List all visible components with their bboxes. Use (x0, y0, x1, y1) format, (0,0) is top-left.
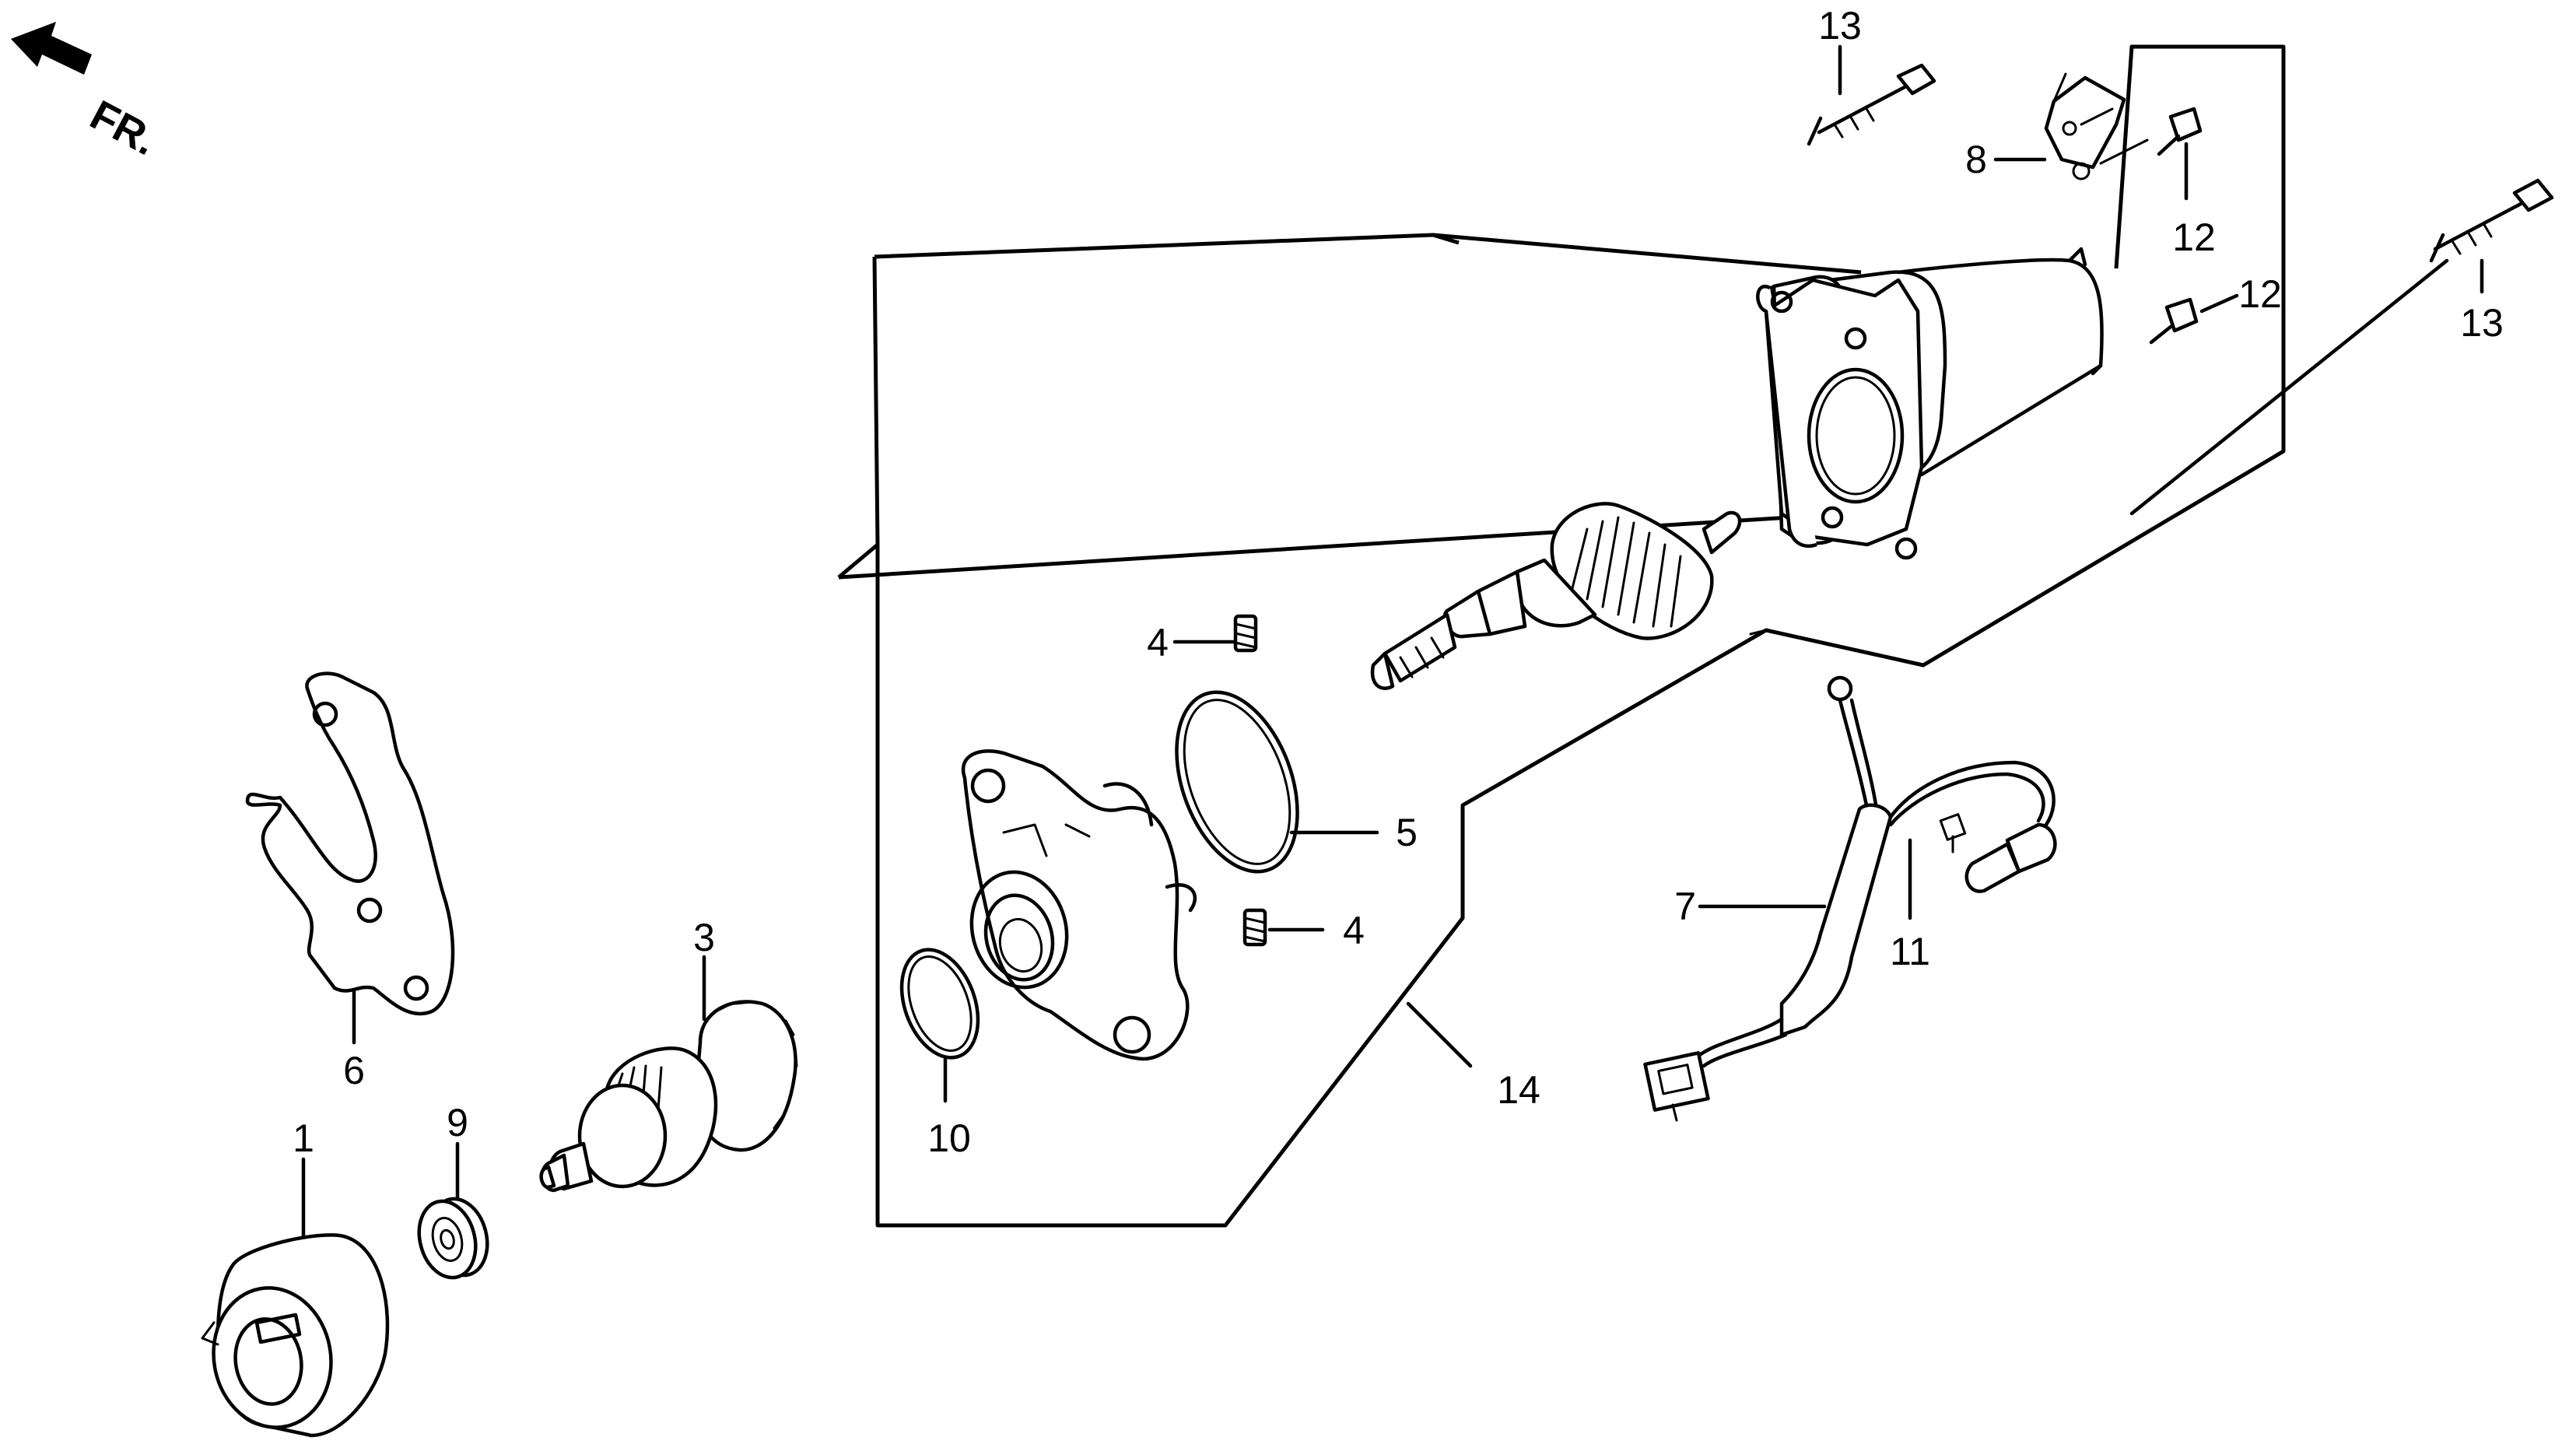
callout-12a: 12 (2172, 216, 2216, 259)
callout-5: 5 (1396, 811, 1418, 854)
bolt-icon (2429, 178, 2554, 263)
callout-10: 10 (927, 1116, 971, 1160)
callout-1: 1 (293, 1116, 314, 1160)
callout-14: 14 (1497, 1068, 1540, 1112)
cable-harness-icon (1643, 675, 2057, 1122)
callout-9: 9 (447, 1101, 468, 1144)
callout-4a: 4 (1147, 621, 1169, 664)
front-bracket-icon (961, 749, 1197, 1061)
callout-4b: 4 (1343, 909, 1365, 952)
gasket-plate-icon (245, 671, 455, 1016)
assembly-outline (837, 44, 2286, 1228)
callout-12b: 12 (2238, 272, 2282, 316)
callout-6: 6 (343, 1049, 365, 1092)
callout-leader-12b (2199, 293, 2239, 314)
callout-7: 7 (1674, 885, 1696, 928)
bolt-icon (1807, 63, 1936, 146)
callout-leader-14 (1406, 1001, 1473, 1068)
screw-icon (2157, 107, 2203, 156)
o-ring-icon (899, 948, 980, 1060)
armature-icon (1370, 502, 1742, 690)
motor-case-icon (1756, 247, 2104, 560)
screw-icon (2149, 297, 2199, 345)
bolt-axis-line (2129, 258, 2449, 516)
reduction-gear-housing-icon (201, 1233, 390, 1438)
starter-drive-gear-icon (539, 1000, 798, 1193)
brush-spring-icon (1233, 614, 1258, 653)
callout-13a: 13 (1818, 4, 1862, 47)
callout-8: 8 (1965, 138, 1987, 181)
front-direction-arrow-icon (11, 22, 92, 75)
bearing-icon (417, 1197, 489, 1280)
callout-3: 3 (693, 916, 715, 959)
fr-label: FR. (82, 92, 164, 165)
o-ring-icon (1175, 690, 1299, 874)
callout-11: 11 (1890, 930, 1930, 973)
callout-13b: 13 (2460, 301, 2504, 345)
brush-spring-icon (1242, 908, 1267, 947)
terminal-bracket-icon (2044, 72, 2149, 180)
